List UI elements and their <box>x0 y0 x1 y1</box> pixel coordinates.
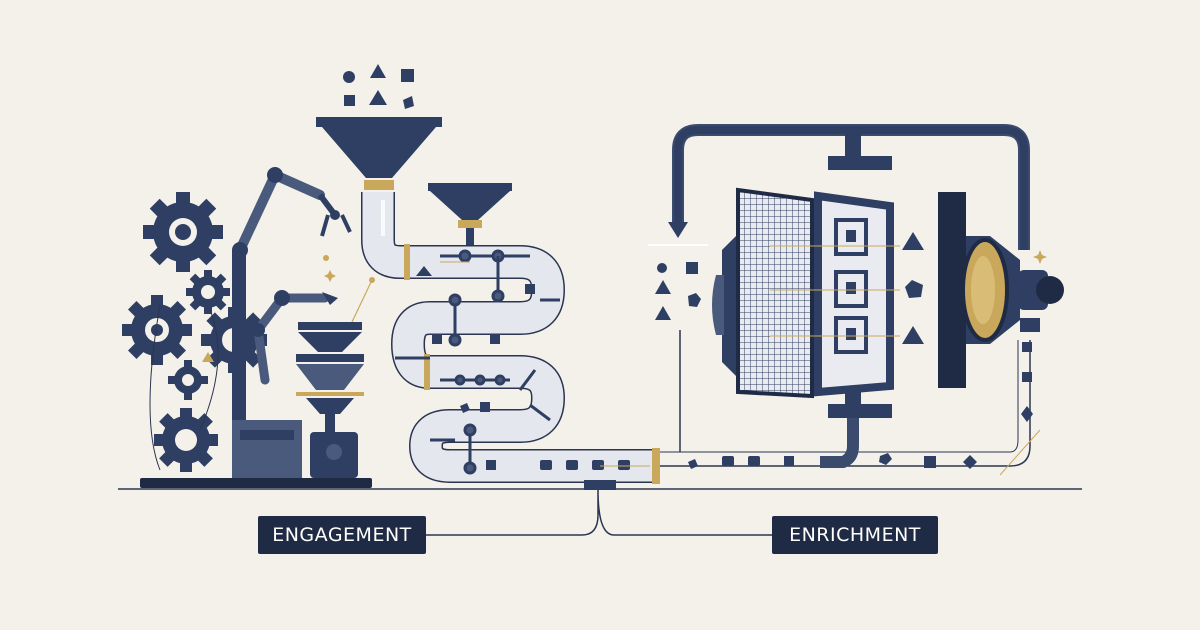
funnel-icon <box>296 322 364 478</box>
lens-emitter <box>938 192 1064 422</box>
gear-icon <box>154 408 218 472</box>
funnel-icon <box>428 183 512 248</box>
input-shapes <box>343 64 414 109</box>
funnel-icon <box>316 117 442 190</box>
gear-icon <box>122 295 192 365</box>
enrichment-label: ENRICHMENT <box>772 516 938 554</box>
processor-output-shapes <box>902 232 924 344</box>
engagement-label: ENGAGEMENT <box>258 516 426 554</box>
output-line <box>660 330 1041 476</box>
gear-icon <box>143 192 223 272</box>
gear-icon <box>168 360 208 400</box>
gear-icon <box>186 270 230 314</box>
label-bracket <box>426 480 772 536</box>
conveyor-pipe <box>361 192 660 484</box>
feedback-loop <box>668 124 1030 250</box>
processor-input-shapes <box>648 244 708 320</box>
mesh-filter-processor <box>712 187 900 468</box>
